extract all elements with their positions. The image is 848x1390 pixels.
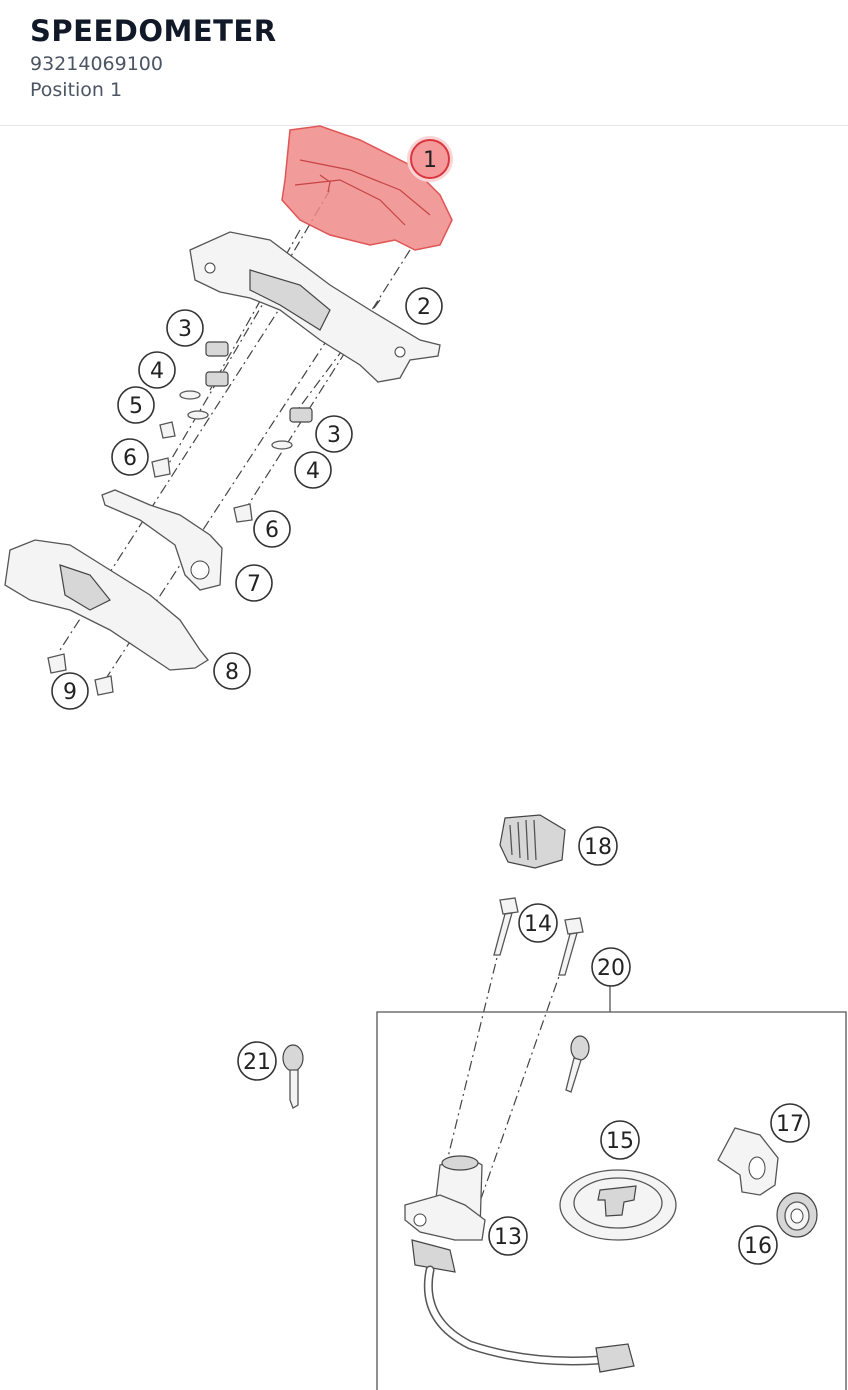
callout-1-label: 1 (423, 148, 437, 173)
callout-6[interactable]: 6 (111, 438, 149, 476)
callout-13-label: 13 (494, 1225, 522, 1250)
callout-3b-label: 3 (327, 423, 341, 448)
callout-13[interactable]: 13 (488, 1216, 528, 1256)
callout-14[interactable]: 14 (518, 903, 558, 943)
part-5-6-screws[interactable] (151, 421, 253, 523)
callout-6b[interactable]: 6 (253, 510, 291, 548)
part-header: SPEEDOMETER 93214069100 Position 1 (0, 0, 848, 126)
part-16-lock-cylinder[interactable] (776, 1192, 818, 1238)
callout-18-label: 18 (584, 835, 612, 860)
callout-21-label: 21 (243, 1050, 271, 1075)
callout-14-label: 14 (524, 912, 552, 937)
callout-7[interactable]: 7 (235, 564, 273, 602)
callout-17[interactable]: 17 (770, 1103, 810, 1143)
part-14-bolts[interactable] (493, 897, 584, 976)
callout-7-label: 7 (247, 572, 261, 597)
callout-3b[interactable]: 3 (315, 415, 353, 453)
callout-4b[interactable]: 4 (294, 451, 332, 489)
callout-8-label: 8 (225, 660, 239, 685)
callout-4-label: 4 (150, 359, 164, 384)
part-1-speedometer[interactable] (281, 125, 453, 251)
part-15-fuel-cap[interactable] (559, 1169, 677, 1241)
part-18-connector[interactable] (499, 814, 566, 869)
position-label: Position 1 (30, 79, 123, 101)
callout-3-label: 3 (178, 317, 192, 342)
callout-9[interactable]: 9 (51, 672, 89, 710)
callout-4b-label: 4 (306, 459, 320, 484)
callout-5[interactable]: 5 (117, 386, 155, 424)
part-8-lower-cover[interactable] (4, 539, 209, 671)
callout-2[interactable]: 2 (405, 287, 443, 325)
callout-3[interactable]: 3 (166, 309, 204, 347)
callout-15[interactable]: 15 (600, 1120, 640, 1160)
kit-key[interactable] (565, 1035, 590, 1093)
part-21-key[interactable] (282, 1044, 304, 1109)
callout-21[interactable]: 21 (237, 1041, 277, 1081)
part-7-plate[interactable] (101, 489, 223, 591)
callout-6b-label: 6 (265, 518, 279, 543)
callout-15-label: 15 (606, 1129, 634, 1154)
callout-8[interactable]: 8 (213, 652, 251, 690)
page-title: SPEEDOMETER (30, 14, 277, 48)
callout-16-label: 16 (744, 1234, 772, 1259)
callout-17-label: 17 (776, 1112, 804, 1137)
callout-1[interactable]: 1 (407, 136, 453, 182)
part-2-bracket[interactable] (189, 231, 441, 383)
part-3-grommets[interactable] (205, 341, 313, 423)
callout-20[interactable]: 20 (591, 947, 631, 987)
callout-20-label: 20 (597, 956, 625, 981)
callout-5-label: 5 (129, 394, 143, 419)
part-17-clip[interactable] (717, 1127, 779, 1196)
part-9-screws[interactable] (47, 653, 114, 696)
callout-18[interactable]: 18 (578, 826, 618, 866)
callout-2-label: 2 (417, 295, 431, 320)
part-20-kit-box[interactable] (376, 985, 847, 1390)
part-number: 93214069100 (30, 53, 163, 75)
callout-4[interactable]: 4 (138, 351, 176, 389)
callout-16[interactable]: 16 (738, 1225, 778, 1265)
part-4-washers[interactable] (179, 390, 293, 450)
callout-6-label: 6 (123, 446, 137, 471)
part-13-ignition-lock[interactable] (404, 1155, 635, 1373)
callout-9-label: 9 (63, 680, 77, 705)
